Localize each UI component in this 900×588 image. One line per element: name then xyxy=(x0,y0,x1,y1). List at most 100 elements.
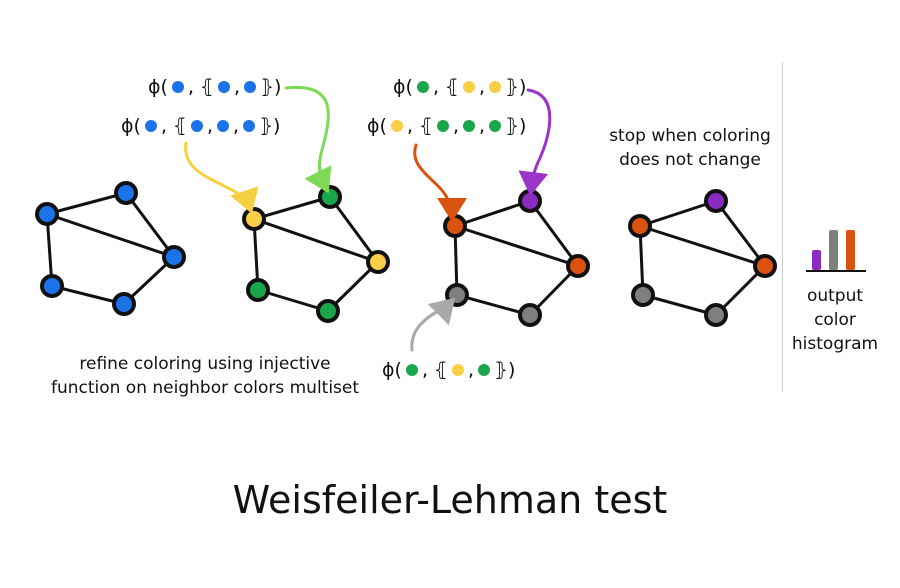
graph-2-edge xyxy=(328,195,380,264)
graph-2-edge xyxy=(252,217,380,264)
graph-2-node xyxy=(366,250,390,274)
graph-3-edge xyxy=(453,199,532,228)
graph-2-edge xyxy=(256,288,330,313)
neighbor-color-dot xyxy=(217,120,230,132)
stop-caption: stop when coloring does not change xyxy=(590,124,790,172)
graph-4-node xyxy=(704,189,728,213)
gray-arrow xyxy=(410,297,456,352)
graph-4-node xyxy=(631,283,655,307)
multiset-close: ⦄) xyxy=(260,76,282,98)
refine-caption: refine coloring using injective function… xyxy=(20,352,390,400)
neighbor-color-dot xyxy=(190,120,203,132)
graph-3-node xyxy=(443,214,467,238)
graph-1-node xyxy=(112,292,136,316)
neighbor-color-dot xyxy=(436,120,449,132)
multiset-open: , ⦃ xyxy=(160,115,187,137)
graph-4-edge xyxy=(714,199,767,268)
self-color-dot xyxy=(390,120,403,132)
neighbor-color-dot xyxy=(462,81,475,93)
graph-3-node xyxy=(518,303,542,327)
histogram-bar-orange xyxy=(846,230,855,270)
comma: , xyxy=(479,115,486,137)
self-color-dot xyxy=(416,81,429,93)
graph-4-node xyxy=(628,214,652,238)
output-caption: output color histogram xyxy=(785,284,885,356)
formula-top-left: ϕ( , ⦃, ⦄) xyxy=(147,76,282,98)
graph-1-node xyxy=(114,181,138,205)
green-arrow xyxy=(284,85,332,194)
graph-3-edge xyxy=(455,293,532,317)
neighbor-color-dot xyxy=(478,364,491,376)
comma: , xyxy=(452,115,460,137)
graph-2-node xyxy=(318,185,342,209)
formula-second-left: ϕ( , ⦃,, ⦄) xyxy=(120,115,281,137)
comma: , xyxy=(478,76,486,98)
graph-4-node xyxy=(704,303,728,327)
stop-caption-line-1: stop when coloring xyxy=(609,126,771,146)
phi-symbol: ϕ( xyxy=(121,115,141,137)
formula-top-right: ϕ( , ⦃, ⦄) xyxy=(392,76,527,98)
graph-4-node xyxy=(753,254,777,278)
diagram-title: Weisfeiler-Lehman test xyxy=(232,478,668,522)
self-color-dot xyxy=(144,120,157,132)
multiset-open: , ⦃ xyxy=(406,115,433,137)
graph-2-edge xyxy=(252,195,332,221)
multiset-close: ⦄) xyxy=(505,76,527,98)
phi-symbol: ϕ( xyxy=(382,359,402,381)
output-caption-line-3: histogram xyxy=(791,334,879,354)
refine-caption-line-2: function on neighbor colors multiset xyxy=(50,378,360,398)
phi-symbol: ϕ( xyxy=(393,76,413,98)
output-caption-line-1: output xyxy=(806,286,864,306)
multiset-open: , ⦃ xyxy=(187,76,214,98)
graph-2-node xyxy=(246,278,270,302)
graph-3-node xyxy=(518,189,542,213)
neighbor-color-dot xyxy=(244,81,257,93)
graph-1-node xyxy=(162,245,186,269)
graph-1-edge xyxy=(124,191,176,259)
graph-4-edge xyxy=(638,224,767,268)
graph-2-node xyxy=(242,207,266,231)
graph-3-edge xyxy=(528,199,580,268)
phi-symbol: ϕ( xyxy=(367,115,387,137)
neighbor-color-dot xyxy=(243,120,256,132)
neighbor-color-dot xyxy=(217,81,230,93)
histogram-bar-purple xyxy=(812,250,821,270)
orange-arrow xyxy=(413,143,467,222)
neighbor-color-dot xyxy=(451,364,464,376)
formula-second-right: ϕ( , ⦃,, ⦄) xyxy=(366,115,527,137)
formula-bottom: ϕ( , ⦃, ⦄) xyxy=(381,359,516,381)
multiset-open: , ⦃ xyxy=(432,76,459,98)
graph-3-edge xyxy=(453,224,580,268)
stop-caption-line-2: does not change xyxy=(619,150,761,170)
multiset-open: , ⦃ xyxy=(421,359,448,381)
graph-4-edge xyxy=(638,199,718,228)
self-color-dot xyxy=(171,81,184,93)
multiset-close: ⦄) xyxy=(494,359,516,381)
comma: , xyxy=(206,115,214,137)
refine-caption-line-1: refine coloring using injective xyxy=(79,354,331,374)
comma: , xyxy=(467,359,475,381)
phi-symbol: ϕ( xyxy=(148,76,168,98)
comma: , xyxy=(233,115,240,137)
self-color-dot xyxy=(405,364,418,376)
multiset-close: ⦄) xyxy=(259,115,281,137)
output-caption-line-2: color xyxy=(814,310,856,330)
histogram-bar-gray xyxy=(829,230,838,270)
neighbor-color-dot xyxy=(489,81,502,93)
graph-1-node xyxy=(35,202,59,226)
graph-3-node xyxy=(566,254,590,278)
section-divider xyxy=(782,62,783,392)
graph-1-edge xyxy=(45,191,128,216)
comma: , xyxy=(233,76,241,98)
graph-4-edge xyxy=(641,293,718,317)
graph-1-edge xyxy=(45,212,54,288)
graph-1-edge xyxy=(50,284,126,306)
graph-1-node xyxy=(40,274,64,298)
purple-arrow xyxy=(518,88,552,196)
yellow-arrow xyxy=(184,141,259,214)
neighbor-color-dot xyxy=(463,120,476,132)
multiset-close: ⦄) xyxy=(505,115,527,137)
graph-1-edge xyxy=(45,212,176,259)
